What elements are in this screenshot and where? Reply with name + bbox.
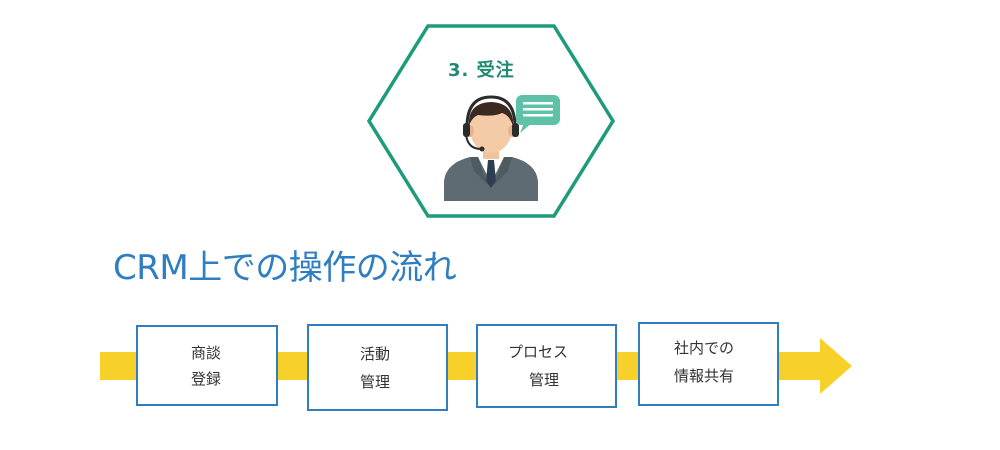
flow-step-deal-registration: 商談 登録 [136, 325, 278, 406]
flow-step-activity-management: 活動 管理 [307, 324, 448, 411]
flow-step-process-management: プロセス 管理 [476, 324, 617, 408]
page-heading: CRM上での操作の流れ [113, 248, 457, 288]
arrow-head-icon [820, 338, 852, 394]
operator-headset-icon [444, 95, 538, 201]
step-line2: 情報共有 [674, 367, 735, 385]
step-line1: 活動 [360, 345, 391, 363]
step-line1: 商談 [191, 344, 222, 362]
step-title: 3. 受注 [448, 60, 515, 81]
step-hexagon [366, 24, 616, 218]
speech-bubble-icon [516, 95, 560, 133]
flow-step-internal-sharing: 社内での 情報共有 [638, 322, 779, 406]
step-line2: 管理 [360, 373, 391, 391]
step-line1: プロセス [508, 343, 569, 361]
step-line2: 管理 [529, 371, 560, 389]
step-line1: 社内での [674, 339, 735, 357]
step-line2: 登録 [191, 370, 222, 388]
